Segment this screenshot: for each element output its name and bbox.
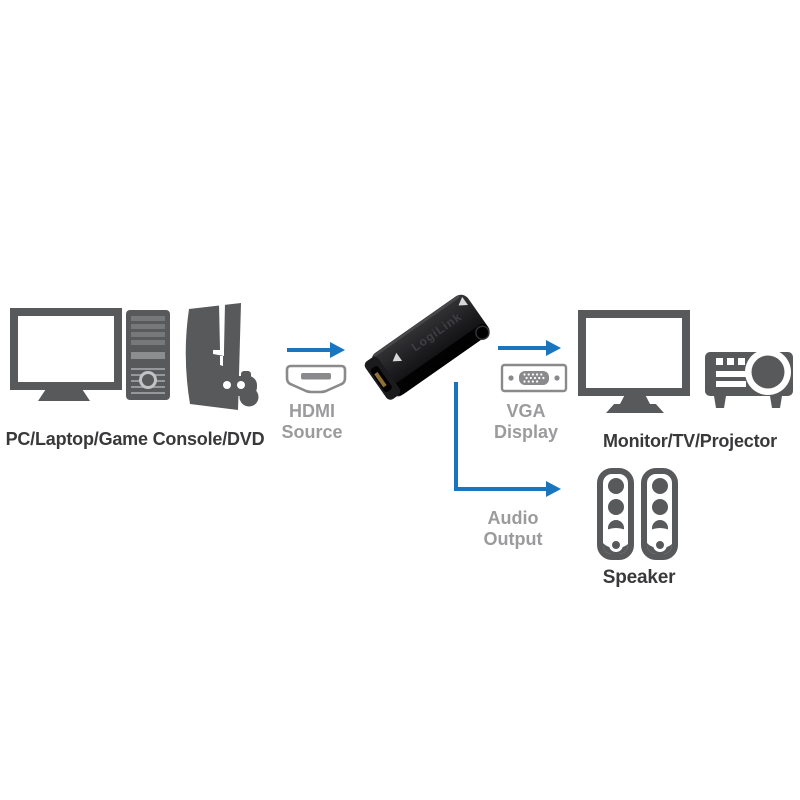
hdmi-to-vga-adapter-photo: LogiLink — [364, 294, 490, 400]
hdmi-connector-icon — [285, 364, 347, 394]
display-monitor-icon — [578, 310, 690, 396]
audio-output-label: Audio Output — [467, 508, 559, 550]
speaker-driver — [651, 478, 668, 494]
speaker-left-icon — [597, 468, 634, 560]
projector-lens — [751, 355, 785, 389]
hdmi-arrow-head — [330, 342, 345, 358]
display-monitor-neck — [620, 396, 650, 404]
gamepad-icon — [209, 371, 259, 407]
vga-display-label-line1: VGA — [506, 401, 546, 421]
display-devices-label: Monitor/TV/Projector — [602, 431, 777, 451]
speaker-tweeter — [652, 538, 667, 552]
speaker-driver — [651, 499, 668, 515]
speaker-label: Speaker — [602, 567, 676, 588]
hdmi-source-label-line1: HDMI — [289, 401, 335, 421]
hdmi-source-label: HDMI Source — [266, 401, 358, 443]
projector-icon — [705, 349, 793, 408]
speaker-right-icon — [641, 468, 678, 560]
display-monitor-base — [606, 404, 664, 413]
tower-bay — [131, 340, 165, 345]
audio-line-vertical — [454, 382, 458, 489]
audio-arrow-head — [546, 481, 561, 497]
adapter-audio-jack — [475, 325, 490, 340]
audio-line-horizontal — [454, 487, 546, 491]
vga-display-label: VGA Display — [480, 401, 572, 443]
adapter-arrow-mark — [458, 296, 468, 306]
vga-arrow-head — [546, 340, 561, 356]
tower-bay — [131, 324, 165, 329]
vga-connector-icon — [500, 363, 568, 393]
vga-arrow-line — [498, 346, 546, 350]
audio-output-label-line2: Output — [483, 529, 543, 549]
tower-bay — [131, 332, 165, 337]
tower-bay — [131, 316, 165, 321]
speaker-driver — [607, 499, 624, 515]
tower-power-button-icon — [139, 371, 157, 389]
adapter-arrow-mark — [392, 352, 403, 362]
speaker-tweeter — [608, 538, 623, 552]
source-devices-label: PC/Laptop/Game Console/DVD — [5, 429, 265, 449]
audio-output-label-line1: Audio — [487, 508, 539, 528]
source-monitor-icon — [10, 308, 122, 390]
hdmi-arrow-line — [287, 348, 332, 352]
tower-pc-icon — [126, 310, 170, 400]
speaker-driver — [607, 478, 624, 494]
tower-drive-bay — [131, 352, 165, 359]
vga-display-label-line2: Display — [493, 422, 559, 442]
adapter-body — [371, 294, 489, 396]
hdmi-source-label-line2: Source — [281, 422, 343, 442]
source-monitor-stand — [38, 390, 90, 401]
